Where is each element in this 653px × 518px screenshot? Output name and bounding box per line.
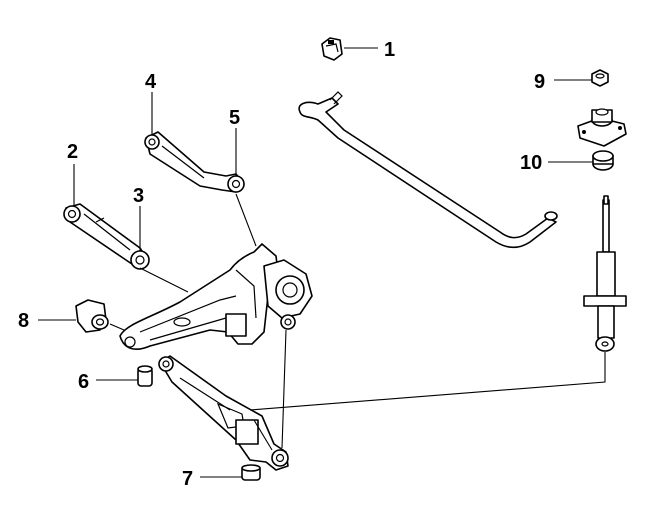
callout-numbers: 1 2 3 4 5 6 7 8 9 10 <box>18 39 545 490</box>
callout-8: 8 <box>18 310 29 332</box>
lower-arm-bushing <box>241 464 261 481</box>
callout-4: 4 <box>145 71 157 93</box>
hub-carrier <box>263 259 313 330</box>
trailing-arm-bushing <box>137 365 153 387</box>
lower-arm <box>158 355 289 471</box>
assembly-guide-lines <box>109 193 606 451</box>
shock-absorber <box>583 195 627 352</box>
callout-10: 10 <box>520 152 542 174</box>
callout-6: 6 <box>78 371 89 393</box>
callout-2: 2 <box>67 141 78 163</box>
trailing-arm <box>119 243 279 350</box>
lateral-link <box>63 203 150 270</box>
knuckle-bushing <box>75 299 109 333</box>
strut-mount-bushing <box>592 150 614 171</box>
stabilizer-bar <box>298 91 558 249</box>
callout-1: 1 <box>384 39 395 61</box>
callout-5: 5 <box>229 107 240 129</box>
upper-control-arm <box>144 131 245 193</box>
strut-mount-nut <box>591 69 609 87</box>
strut-mount <box>577 108 627 147</box>
callout-7: 7 <box>182 468 193 490</box>
stabilizer-bushing <box>321 37 343 61</box>
callout-9: 9 <box>534 71 545 93</box>
callout-3: 3 <box>133 185 144 207</box>
callout-leaders <box>38 47 593 478</box>
